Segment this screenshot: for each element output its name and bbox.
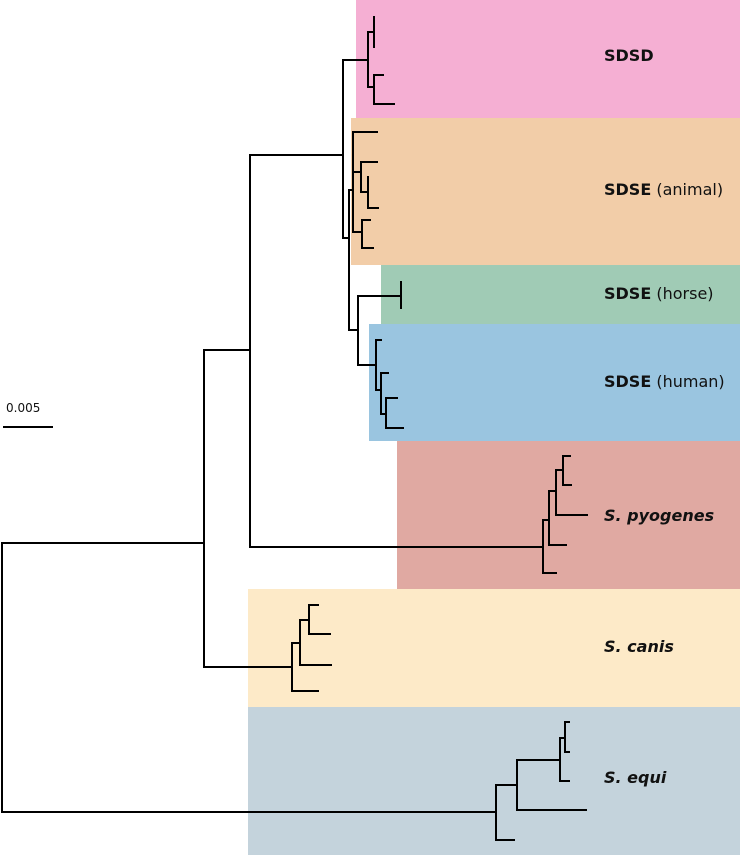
clade-band-s-equi — [248, 707, 740, 855]
clade-band-sdsd — [356, 0, 740, 118]
clade-label-s-equi: S. equi — [604, 768, 667, 787]
clade-band-sdse-human — [369, 324, 740, 441]
scale-bar-label: 0.005 — [6, 401, 41, 415]
clade-label-sdse-human: SDSE (human) — [604, 372, 725, 391]
clade-label-s-canis: S. canis — [604, 637, 674, 656]
clade-label-sdse-horse: SDSE (horse) — [604, 284, 714, 303]
clade-band-sdse-animal — [351, 118, 740, 265]
clade-label-s-pyogenes: S. pyogenes — [604, 506, 715, 525]
clade-label-sdse-animal: SDSE (animal) — [604, 180, 724, 199]
clade-band-s-canis — [248, 589, 740, 707]
clade-label-sdsd: SDSD — [604, 46, 654, 65]
clade-band-sdse-horse — [381, 265, 740, 324]
